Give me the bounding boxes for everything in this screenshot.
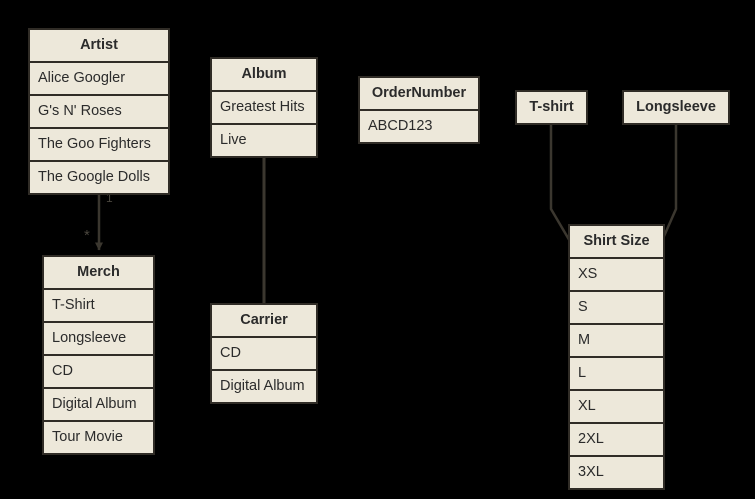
entity-row[interactable]: The Goo Fighters: [30, 129, 168, 160]
entity-row[interactable]: 3XL: [570, 457, 663, 488]
entity-row[interactable]: CD: [44, 356, 153, 387]
entity-header-order-number: OrderNumber: [360, 78, 478, 109]
entity-row[interactable]: CD: [212, 338, 316, 369]
entity-row[interactable]: L: [570, 358, 663, 389]
entity-row[interactable]: S: [570, 292, 663, 323]
entity-row[interactable]: G's N' Roses: [30, 96, 168, 127]
entity-row[interactable]: Greatest Hits: [212, 92, 316, 123]
entity-header-shirt-size: Shirt Size: [570, 226, 663, 257]
entity-row[interactable]: M: [570, 325, 663, 356]
entity-row[interactable]: Longsleeve: [44, 323, 153, 354]
entity-row[interactable]: XL: [570, 391, 663, 422]
entity-header-merch: Merch: [44, 257, 153, 288]
entity-row[interactable]: Digital Album: [44, 389, 153, 420]
entity-row[interactable]: ABCD123: [360, 111, 478, 142]
entity-row[interactable]: 2XL: [570, 424, 663, 455]
entity-header-longsleeve: Longsleeve: [624, 92, 728, 123]
multiplicity-many-label: *: [84, 227, 90, 244]
entity-row[interactable]: T-Shirt: [44, 290, 153, 321]
entity-row[interactable]: Alice Googler: [30, 63, 168, 94]
entity-longsleeve[interactable]: Longsleeve: [622, 90, 730, 125]
entity-row[interactable]: Tour Movie: [44, 422, 153, 453]
entity-header-album: Album: [212, 59, 316, 90]
entity-row[interactable]: Live: [212, 125, 316, 156]
entity-row[interactable]: Digital Album: [212, 371, 316, 402]
entity-row[interactable]: XS: [570, 259, 663, 290]
entity-header-t-shirt: T-shirt: [517, 92, 586, 123]
multiplicity-one-label: 1: [106, 191, 113, 205]
entity-header-artist: Artist: [30, 30, 168, 61]
entity-header-carrier: Carrier: [212, 305, 316, 336]
entity-t-shirt[interactable]: T-shirt: [515, 90, 588, 125]
entity-row[interactable]: The Google Dolls: [30, 162, 168, 193]
